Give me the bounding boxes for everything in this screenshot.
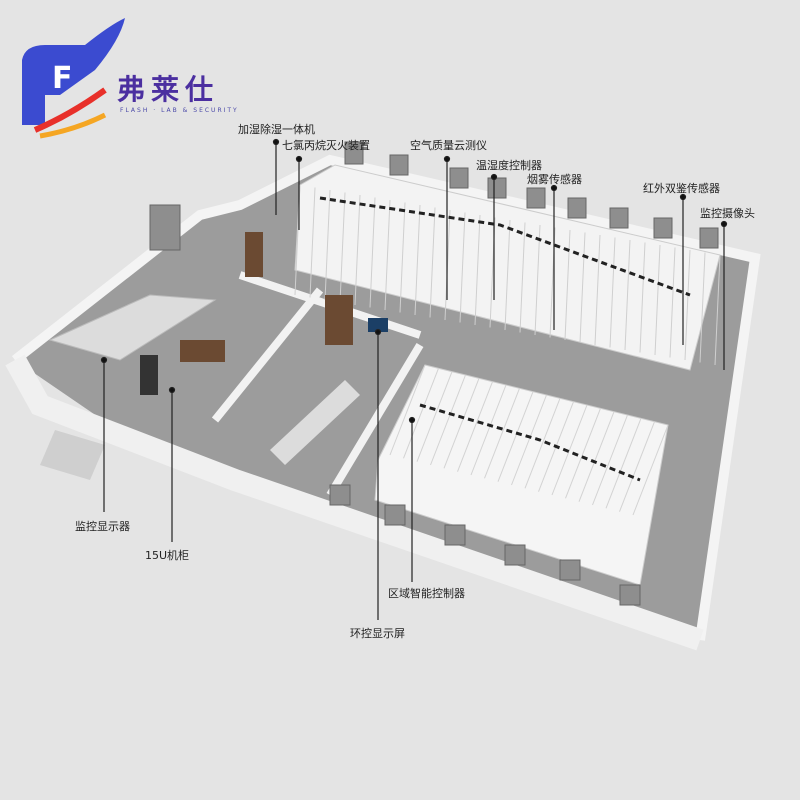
exterior-stairs [40, 430, 105, 480]
label-smoke-sensor: 烟雾传感器 [527, 173, 582, 186]
shelf-divider [429, 207, 436, 318]
label-temp-humidity: 温湿度控制器 [476, 159, 542, 172]
shelf-divider [497, 391, 534, 482]
shelf-divider [414, 204, 421, 316]
shelf-divider [551, 404, 588, 496]
shelf-divider [669, 247, 676, 358]
shelf-divider [416, 371, 453, 462]
shelf-divider [714, 254, 721, 366]
shelf-divider [609, 237, 616, 348]
shelf-divider [389, 364, 426, 456]
shelf-divider [339, 192, 346, 303]
monitor-desk [180, 340, 225, 362]
shelf-divider [384, 199, 391, 311]
shelf-divider [594, 234, 601, 346]
env-display-screen [368, 318, 388, 332]
server-cabinet [140, 355, 158, 395]
brand-logo-mark: F [22, 18, 125, 139]
shelf-divider [632, 424, 669, 516]
shelf-divider [579, 232, 586, 343]
shelf-divider [654, 244, 661, 356]
sensor-rail-back [319, 196, 691, 297]
shelf-divider [369, 197, 376, 308]
svg-text:F: F [52, 61, 73, 96]
shelf-divider [592, 414, 628, 506]
shelf-divider [430, 374, 466, 466]
label-infrared-sensor: 红外双鉴传感器 [643, 182, 720, 195]
shelf-divider [519, 222, 526, 333]
shelf-divider [443, 378, 480, 469]
label-cabinet: 15U机柜 [145, 549, 190, 562]
shelf-divider [684, 249, 691, 361]
partition-wall [211, 287, 324, 423]
shelf-divider [511, 394, 547, 486]
windows [149, 141, 719, 606]
shelf-divider [534, 224, 541, 336]
label-humidifier: 加湿除湿一体机 [238, 123, 315, 136]
label-env-display: 环控显示屏 [350, 627, 405, 640]
shelf-divider [403, 368, 439, 459]
staircase [48, 294, 217, 361]
shelf-divider [457, 381, 493, 472]
front-wall [5, 354, 704, 651]
label-air-quality: 空气质量云测仪 [410, 139, 487, 152]
door [245, 232, 263, 277]
shelf-divider [564, 229, 571, 341]
shelf-divider [605, 418, 642, 509]
label-monitor-display: 监控显示器 [75, 520, 130, 533]
shelf-divider [309, 187, 316, 298]
label-fire-suppression: 七氯丙烷灭火装置 [282, 139, 370, 152]
shelf-divider [470, 384, 507, 476]
shelf-divider [565, 408, 601, 499]
shelf-divider [699, 252, 706, 363]
brand-tagline: FLASH · LAB & SECURITY [120, 107, 239, 114]
label-camera: 监控摄像头 [700, 207, 755, 220]
shelf-divider [474, 214, 481, 326]
door [325, 295, 353, 345]
shelf-divider [459, 212, 466, 323]
leader-lines [100, 138, 728, 620]
brand-name: 弗莱仕 [117, 73, 220, 106]
shelf-divider [619, 421, 655, 512]
shelf-divider [578, 411, 615, 502]
shelf-divider [639, 242, 646, 353]
sensor-rail-front [419, 403, 641, 482]
shelf-divider [524, 398, 561, 489]
shelf-divider [484, 388, 520, 479]
label-zone-controller: 区域智能控制器 [388, 587, 465, 600]
meeting-table [270, 380, 360, 465]
shelf-divider [324, 189, 331, 301]
shelf-divider [504, 219, 511, 331]
shelf-divider [624, 239, 631, 351]
shelf-divider [354, 194, 361, 306]
shelf-divider [399, 202, 406, 313]
partition-wall [326, 342, 424, 498]
